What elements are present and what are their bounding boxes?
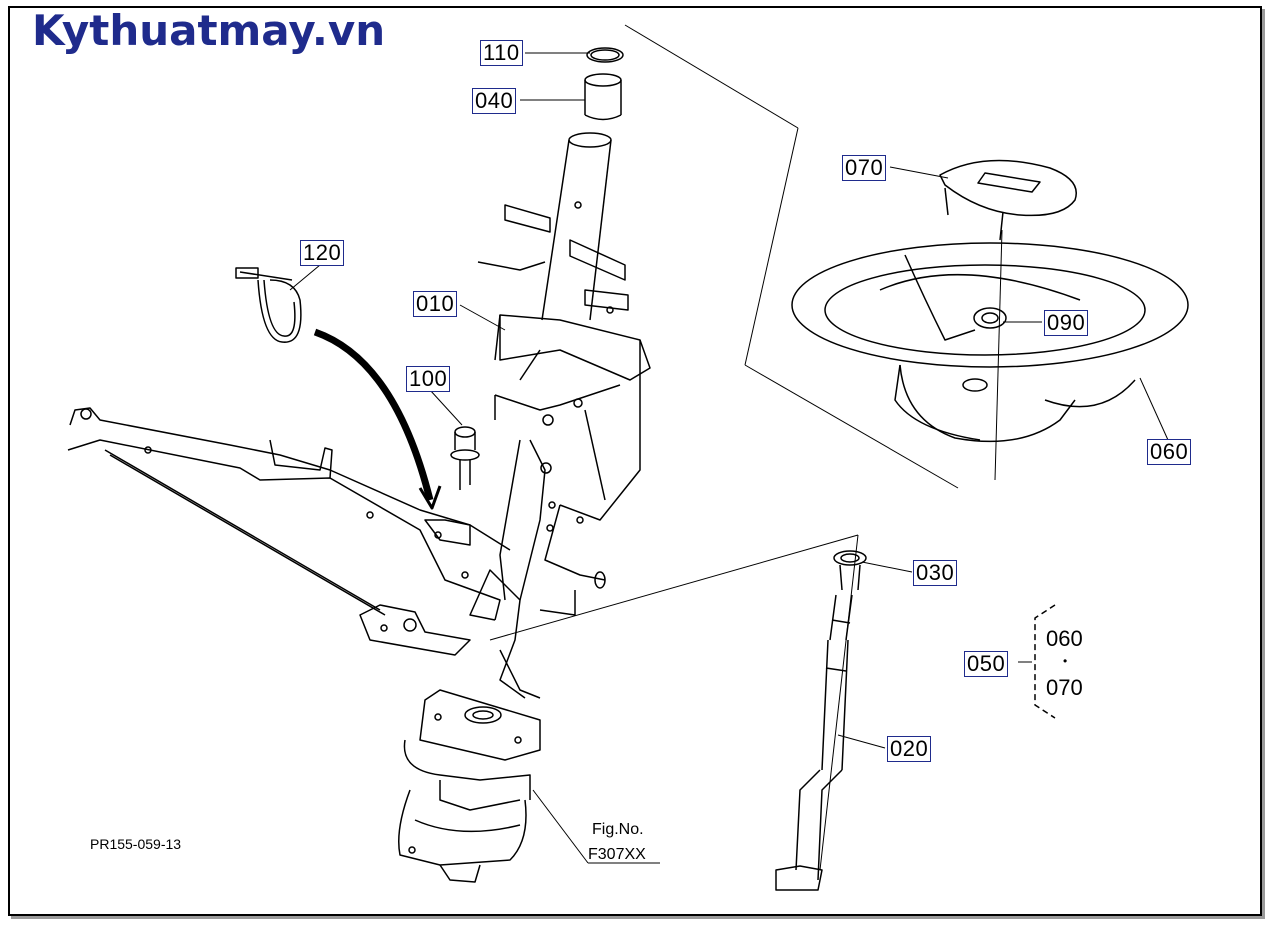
fig-no-label: Fig.No. [592,821,644,838]
fig-no-code: F307XX [588,846,646,863]
group-item-060: 060 [1046,626,1083,651]
steering-column-010 [469,132,651,699]
hose-band-120 [235,267,302,343]
drawing-ref-code: PR155-059-13 [90,836,182,852]
callout-100: 100 [406,366,451,392]
callout-020: 020 [887,736,932,762]
snap-ring-110 [586,47,624,63]
callout-010: 010 [413,291,458,317]
callout-030: 030 [913,560,958,586]
callout-040: 040 [472,88,517,114]
steering-shaft-020 [775,594,853,891]
seal-030 [833,550,867,591]
group-separator: • [1063,654,1068,668]
callout-070: 070 [842,155,887,181]
callout-050: 050 [964,651,1009,677]
steering-wheel-060 [791,242,1189,443]
group-item-070: 070 [1046,675,1083,700]
leader-lines [289,24,1169,871]
steering-cover-070 [939,159,1077,241]
callout-120: 120 [300,240,345,266]
bushing-040 [584,73,622,121]
callout-110: 110 [480,40,523,66]
steering-unit [398,689,541,883]
diagram-frame [8,6,1262,916]
install-arrow [313,328,442,510]
callout-060: 060 [1147,439,1192,465]
pedal-bracket [67,407,511,656]
bolt-100 [450,426,480,490]
brand-logo-text: Kythuatmay.vn [32,6,386,55]
group-bracket-050 [1034,604,1056,719]
callout-090: 090 [1044,310,1089,336]
